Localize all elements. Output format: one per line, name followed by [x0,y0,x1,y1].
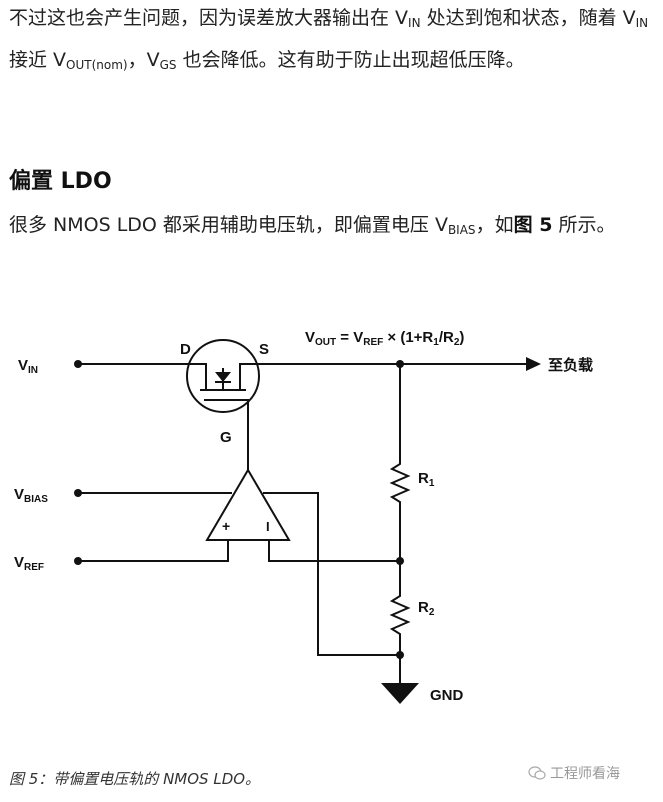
para1-sub-1: IN [408,16,421,30]
para1-text-4: ，V [127,49,160,71]
paragraph-bias: 很多 NMOS LDO 都采用辅助电压轨，即偏置电压 VBIAS，如图 5 所示… [9,207,659,249]
wire-vref [78,540,229,562]
label-vin: VIN [18,357,38,376]
wire-gate [242,399,249,470]
mosfet-drain-lead [198,363,207,390]
watermark-text: 工程师看海 [550,766,620,782]
node-gnd [396,651,404,659]
resistor-r2 [389,588,411,646]
label-r1: R1 [418,470,435,489]
watermark: 工程师看海 [528,763,620,783]
label-to-load: 至负载 [548,356,593,374]
label-gate: G [220,429,232,446]
label-vref: VREF [14,554,44,573]
label-minus-input: I [266,519,270,534]
para1-text-5: 也会降低。这有助于防止出现超低压降。 [176,49,525,71]
node-vbias [74,489,82,497]
para1-text-1: 不过这也会产生问题，因为误差放大器输出在 V [9,7,409,29]
node-vout [396,360,404,368]
para1-text-2: 处达到饱和状态，随着 V [420,7,636,29]
wire-amp-gnd [263,492,400,656]
para2-text-2: ，如 [475,214,514,236]
para2-text-3: 所示。 [552,214,616,236]
mosfet-source-lead [239,363,248,390]
mosfet-body [186,339,260,413]
para1-text-3: 接近 V [9,49,67,71]
para1-sub-4: GS [159,58,177,72]
ground-symbol [381,683,419,704]
label-vbias: VBIAS [14,486,48,505]
wechat-icon [528,766,546,780]
para1-sub-3: OUT(nom) [66,58,128,72]
para2-text-1: 很多 NMOS LDO 都采用辅助电压轨，即偏置电压 V [9,214,448,236]
section-heading: 偏置 LDO [9,169,112,194]
label-gnd: GND [430,687,464,704]
load-arrow [526,357,541,371]
label-vout-equation: VOUT = VREF × (1+R1/R2) [305,329,464,348]
figure-caption: 图 5：带偏置电压轨的 NMOS LDO。 [9,770,261,788]
node-vref [74,557,82,565]
error-amplifier [205,468,291,541]
node-vin [74,360,82,368]
label-plus-input: + [222,518,230,534]
label-r2: R2 [418,599,435,618]
paragraph-intro: 不过这也会产生问题，因为误差放大器输出在 VIN 处达到饱和状态，随着 VIN … [9,0,659,84]
resistor-r1 [389,454,411,516]
figure-reference: 图 5 [513,214,553,236]
mosfet-diode-arrow [215,372,231,382]
label-drain: D [180,341,191,358]
circuit-diagram: VIN D S G VOUT = VREF × (1+R1/R2) 至负载 VB… [14,329,593,704]
node-feedback [396,557,404,565]
para1-sub-2: IN [635,16,649,30]
para2-sub-1: BIAS [447,223,476,237]
label-source: S [259,341,269,358]
wire-feedback [268,540,400,562]
